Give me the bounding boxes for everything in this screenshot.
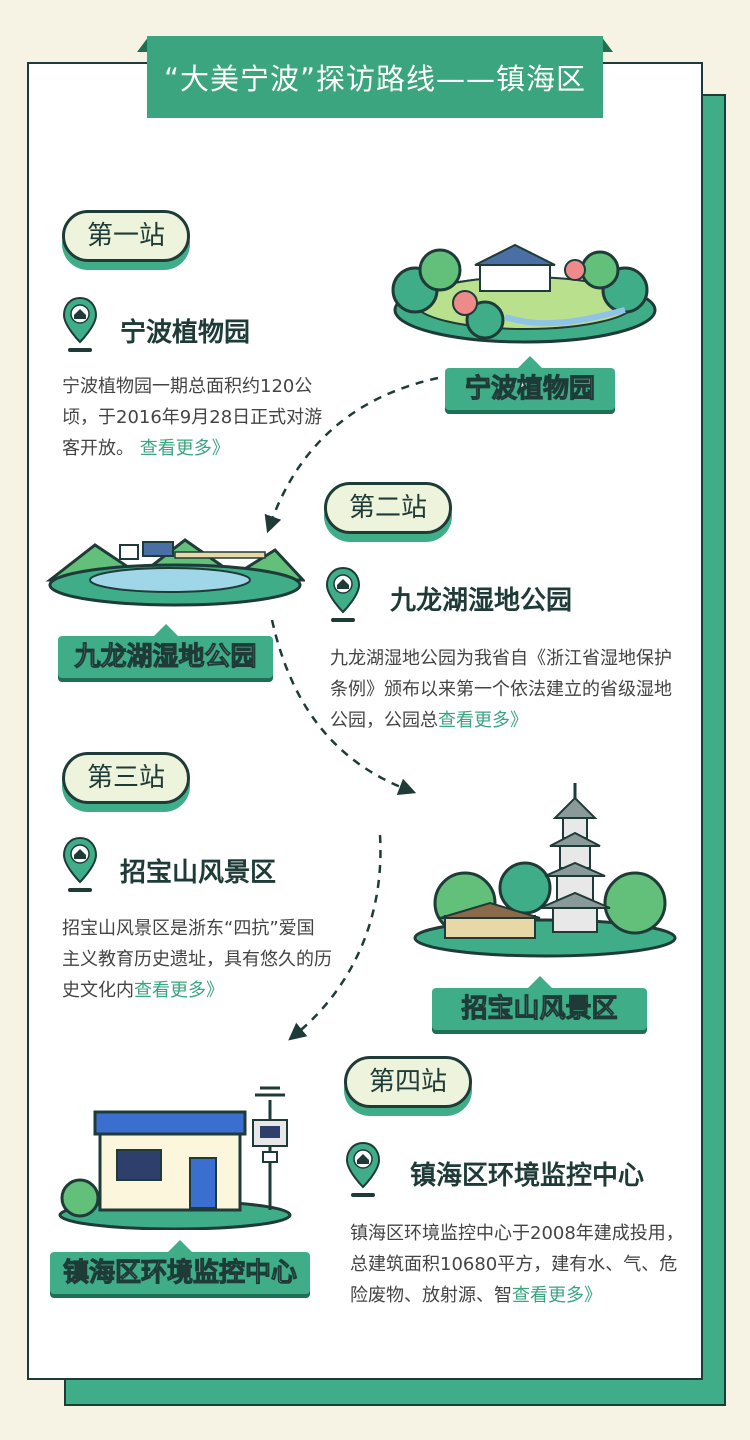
botanical-garden-illustration: [391, 243, 657, 344]
badge-station-1: 第一站: [62, 210, 190, 262]
location-pin-icon: [345, 1141, 381, 1197]
page-title: “大美宁波”探访路线——镇海区: [147, 36, 603, 118]
station-2-more-link[interactable]: 查看更多》: [438, 710, 528, 731]
station-2-title: 九龙湖湿地公园: [390, 586, 573, 616]
station-4-title: 镇海区环境监控中心: [410, 1161, 645, 1191]
station-3-more-link[interactable]: 查看更多》: [134, 980, 224, 1001]
station-1-title: 宁波植物园: [120, 318, 251, 348]
zhaobao-mountain-illustration: [413, 783, 677, 958]
station-1-more-link[interactable]: 查看更多》: [139, 438, 230, 459]
station-4-more-link[interactable]: 查看更多》: [512, 1285, 602, 1306]
station-4-desc: 镇海区环境监控中心于2008年建成投用，总建筑面积10680平方，建有水、气、危…: [350, 1223, 684, 1306]
location-pin-icon: [325, 566, 361, 622]
station-2-desc: 九龙湖湿地公园为我省自《浙江省湿地保护条例》颁布以来第一个依法建立的省级湿地公园…: [330, 648, 672, 731]
label-station-1: 宁波植物园: [445, 356, 615, 410]
station-3-title: 招宝山风景区: [120, 858, 277, 888]
station-1-desc: 宁波植物园一期总面积约120公顷，于2016年9月28日正式对游客开放。 查看更…: [62, 376, 323, 459]
location-pin-icon: [62, 296, 98, 352]
label-station-3: 招宝山风景区: [432, 976, 647, 1030]
badge-station-3: 第三站: [62, 752, 190, 804]
label-station-4: 镇海区环境监控中心: [50, 1240, 310, 1294]
badge-station-4: 第四站: [344, 1056, 472, 1108]
header: “大美宁波”探访路线——镇海区: [137, 36, 613, 122]
badge-station-2: 第二站: [324, 482, 452, 534]
label-station-2: 九龙湖湿地公园: [58, 624, 273, 678]
location-pin-icon: [62, 836, 98, 892]
wetland-park-illustration: [45, 538, 305, 607]
station-3-desc: 招宝山风景区是浙东“四抗”爱国主义教育历史遗址，具有悠久的历史文化内查看更多》: [62, 918, 332, 1001]
monitoring-center-illustration: [58, 1086, 292, 1230]
